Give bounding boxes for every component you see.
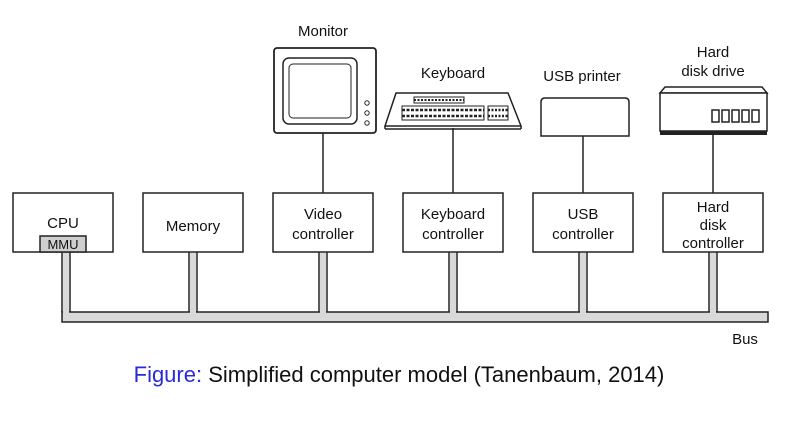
caption-text: Simplified computer model (Tanenbaum, 20…: [208, 362, 665, 387]
disk-controller-label-1: Hard: [697, 199, 730, 216]
usb-controller-box: USB controller: [532, 192, 634, 253]
printer-icon: [540, 97, 630, 137]
keyboard-controller-box: Keyboard controller: [402, 192, 504, 253]
figure-caption: Figure: Simplified computer model (Tanen…: [0, 362, 798, 388]
cpu-box: CPU MMU: [12, 192, 114, 253]
memory-label: Memory: [166, 218, 221, 235]
hard-disk-label-1: Hard: [697, 44, 730, 61]
disk-controller-label-2: disk: [700, 217, 727, 234]
keyboard-icon: [383, 92, 523, 130]
cpu-label: CPU: [47, 215, 79, 232]
caption-prefix: Figure:: [133, 362, 203, 387]
usb-controller-label-2: controller: [552, 226, 614, 243]
keyboard-device-label: Keyboard: [421, 65, 485, 82]
keyboard-controller-label-1: Keyboard: [421, 206, 485, 223]
device-connectors: [322, 128, 714, 193]
hard-disk-drive-icon: [658, 86, 769, 135]
video-controller-label-2: controller: [292, 226, 354, 243]
keyboard-controller-label-2: controller: [422, 226, 484, 243]
computer-model-diagram: Bus CPU MMU Memory Video controller Keyb…: [12, 23, 769, 348]
memory-box: Memory: [142, 192, 244, 253]
video-controller-box: Video controller: [272, 192, 374, 253]
monitor-icon: [273, 47, 377, 134]
usb-printer-label: USB printer: [543, 68, 621, 85]
usb-controller-label-1: USB: [568, 206, 599, 223]
mmu-label: MMU: [47, 237, 78, 252]
disk-controller-box: Hard disk controller: [662, 192, 764, 253]
monitor-label: Monitor: [298, 23, 348, 40]
system-bus: [61, 252, 769, 323]
video-controller-label-1: Video: [304, 206, 342, 223]
disk-controller-label-3: controller: [682, 235, 744, 252]
hard-disk-label-2: disk drive: [681, 63, 744, 80]
mmu-box: [39, 235, 87, 253]
bus-label: Bus: [732, 331, 758, 348]
